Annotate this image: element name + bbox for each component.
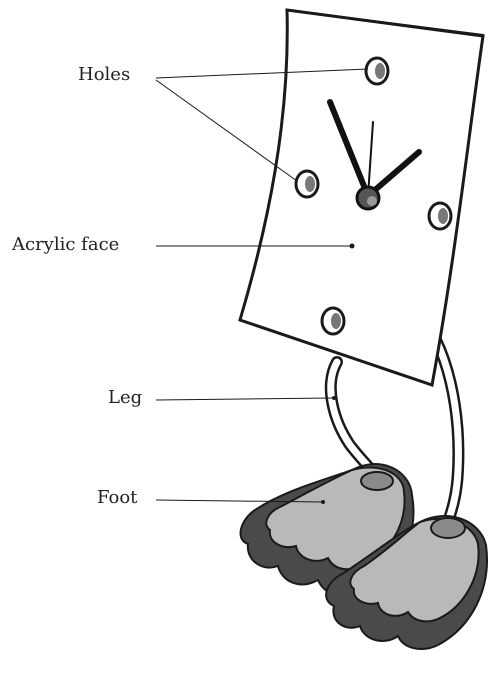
clock-face [240,10,483,385]
foot-label: Foot [97,489,137,507]
leg-label: Leg [108,389,142,407]
holes-label: Holes [78,66,130,84]
acrylic-face-label: Acrylic face [12,236,119,254]
